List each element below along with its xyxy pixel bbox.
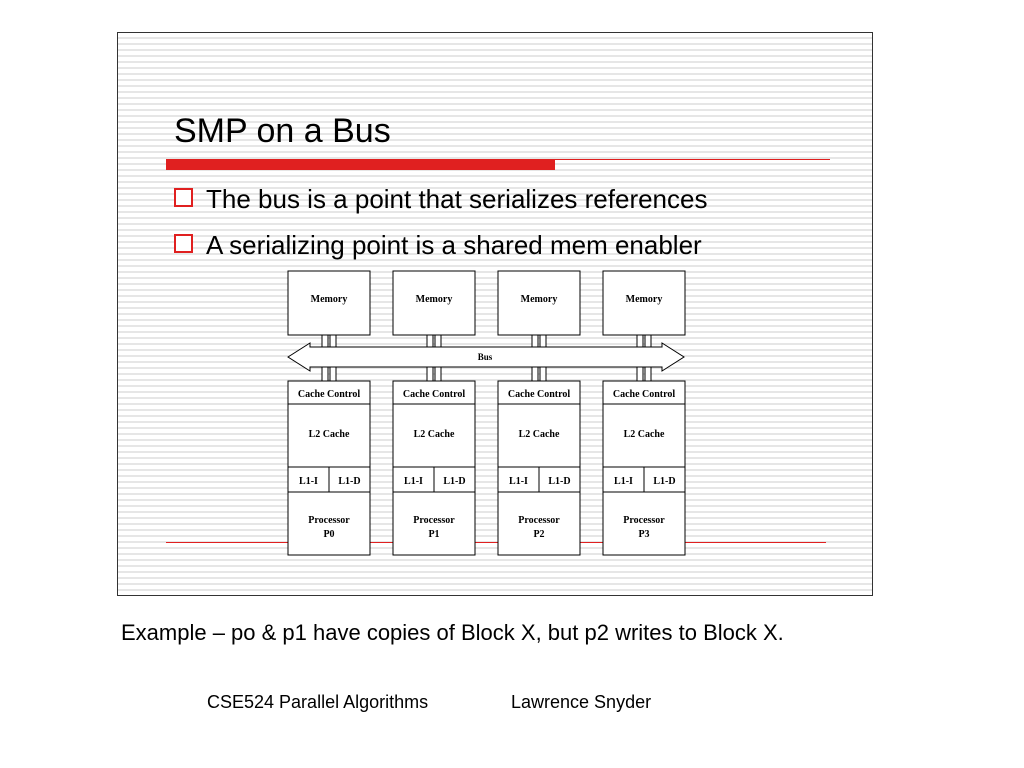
processor-label: Processor bbox=[518, 515, 560, 526]
bus-connector bbox=[426, 366, 434, 382]
bullet-item: The bus is a point that serializes refer… bbox=[174, 183, 707, 215]
processor-id-label: P0 bbox=[323, 529, 334, 540]
memory-label: Memory bbox=[521, 294, 558, 305]
memory-label: Memory bbox=[311, 294, 348, 305]
bus-connector bbox=[531, 334, 539, 348]
l2-cache-label: L2 Cache bbox=[309, 429, 350, 440]
memory-box bbox=[602, 270, 686, 336]
bus-connector bbox=[539, 334, 547, 348]
memory-label: Memory bbox=[626, 294, 663, 305]
processor-label: Processor bbox=[413, 515, 455, 526]
bus-connector bbox=[329, 334, 337, 348]
l1d-label: L1-D bbox=[338, 476, 360, 487]
processor-id-label: P3 bbox=[638, 529, 649, 540]
l2-cache-label: L2 Cache bbox=[519, 429, 560, 440]
l1i-label: L1-I bbox=[509, 476, 528, 487]
bus-connector bbox=[426, 334, 434, 348]
bus-connector bbox=[321, 334, 329, 348]
bus-connector bbox=[636, 366, 644, 382]
processor-label: Processor bbox=[623, 515, 665, 526]
processor-label: Processor bbox=[308, 515, 350, 526]
cache-control-label: Cache Control bbox=[403, 389, 466, 400]
bullet-text: The bus is a point that serializes refer… bbox=[206, 184, 708, 214]
bus-connector bbox=[539, 366, 547, 382]
memory-box bbox=[287, 270, 371, 336]
bus-connector bbox=[434, 334, 442, 348]
l1d-label: L1-D bbox=[443, 476, 465, 487]
memory-label: Memory bbox=[416, 294, 453, 305]
caption-example: Example – po & p1 have copies of Block X… bbox=[121, 620, 784, 645]
square-bullet-icon bbox=[174, 188, 193, 207]
slide: SMP on a Bus The bus is a point that ser… bbox=[117, 32, 873, 596]
bullet-text: A serializing point is a shared mem enab… bbox=[206, 230, 702, 260]
bus-connector bbox=[644, 366, 652, 382]
bus-connector bbox=[636, 334, 644, 348]
bus-label: Bus bbox=[478, 352, 493, 362]
square-bullet-icon bbox=[174, 234, 193, 253]
l2-cache-label: L2 Cache bbox=[624, 429, 665, 440]
l1i-label: L1-I bbox=[299, 476, 318, 487]
bottom-rule bbox=[166, 542, 826, 543]
bus-arrow bbox=[287, 342, 685, 372]
bullet-item: A serializing point is a shared mem enab… bbox=[174, 229, 702, 261]
bus-connector bbox=[531, 366, 539, 382]
l1d-label: L1-D bbox=[653, 476, 675, 487]
l1d-label: L1-D bbox=[548, 476, 570, 487]
footer-course: CSE524 Parallel Algorithms bbox=[207, 692, 429, 712]
bus-connector bbox=[321, 366, 329, 382]
title-rule-thin bbox=[166, 159, 830, 160]
cache-control-label: Cache Control bbox=[613, 389, 676, 400]
bus-connector bbox=[434, 366, 442, 382]
processor-id-label: P1 bbox=[428, 529, 439, 540]
footer-author: Lawrence Snyder bbox=[511, 692, 652, 712]
cache-control-label: Cache Control bbox=[508, 389, 571, 400]
slide-title: SMP on a Bus bbox=[174, 112, 391, 150]
title-rule-thick bbox=[166, 160, 555, 170]
l1i-label: L1-I bbox=[404, 476, 423, 487]
processor-id-label: P2 bbox=[533, 529, 544, 540]
bus-connector bbox=[329, 366, 337, 382]
memory-box bbox=[497, 270, 581, 336]
l1i-label: L1-I bbox=[614, 476, 633, 487]
bus-connector bbox=[644, 334, 652, 348]
cache-control-label: Cache Control bbox=[298, 389, 361, 400]
memory-box bbox=[392, 270, 476, 336]
l2-cache-label: L2 Cache bbox=[414, 429, 455, 440]
